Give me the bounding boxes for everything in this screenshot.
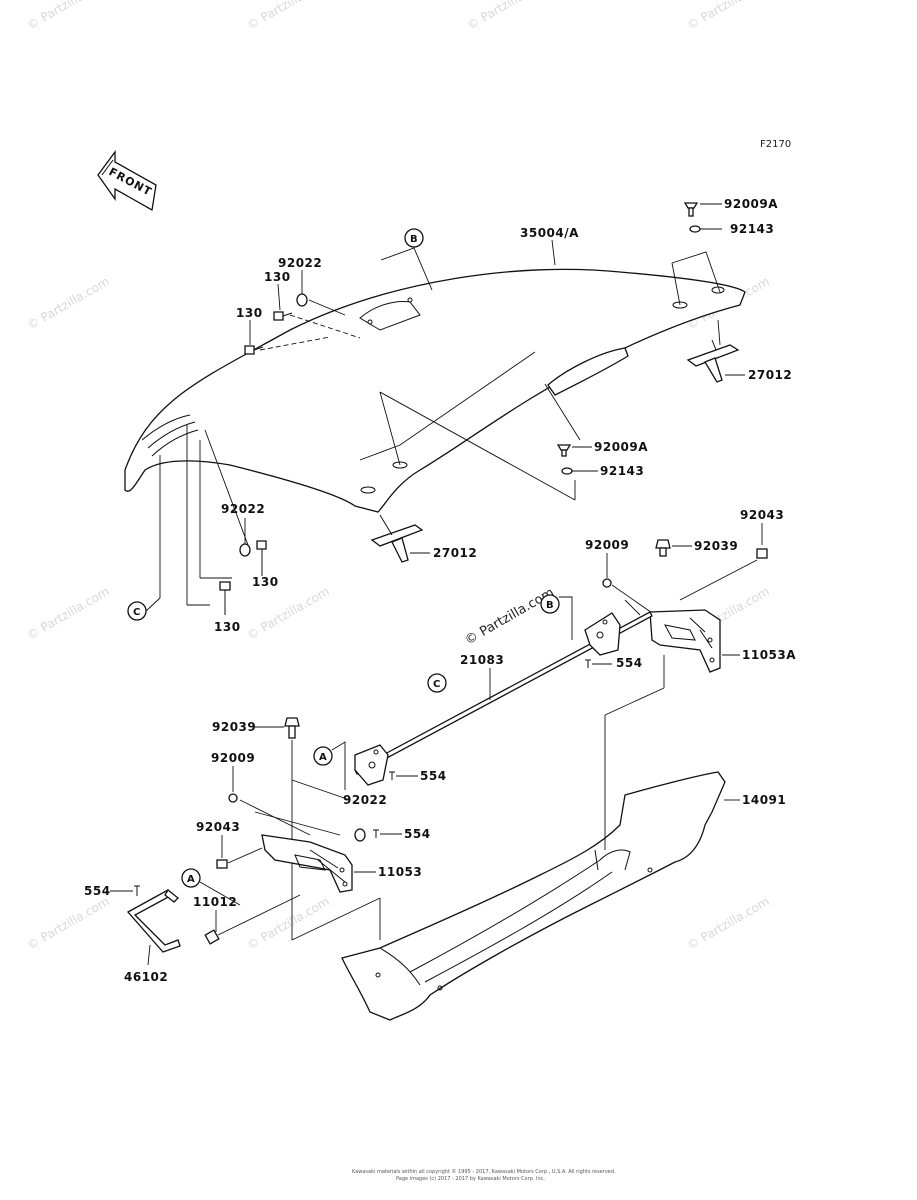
part-label-46102: 46102 xyxy=(124,970,168,984)
watermark: © Partzilla.com xyxy=(25,274,112,332)
washer-92022 xyxy=(354,828,366,842)
watermark-center: © Partzilla.com xyxy=(463,585,557,648)
part-label-27012: 27012 xyxy=(748,368,792,382)
watermark: © Partzilla.com xyxy=(245,894,332,952)
cover-35004a xyxy=(124,268,746,513)
front-arrow-icon: FRONT xyxy=(97,150,157,212)
ref-letter-c: C xyxy=(433,679,440,690)
part-label-27012: 27012 xyxy=(433,546,477,560)
part-label-92039: 92039 xyxy=(694,539,738,553)
pin-554 xyxy=(389,771,395,780)
part-label-554: 554 xyxy=(616,656,643,670)
nut-92143-top xyxy=(689,225,701,233)
watermark: © Partzilla.com xyxy=(245,0,332,33)
part-label-92009a: 92009A xyxy=(594,440,648,454)
bracket-11053 xyxy=(261,834,353,893)
ref-circle-a xyxy=(181,868,201,888)
bracket-11053a xyxy=(649,609,721,673)
copyright-footer-2: Page images (c) 2017 - 2017 by Kawasaki … xyxy=(396,1176,545,1182)
part-label-92009a: 92009A xyxy=(724,197,778,211)
figure-code: F2170 xyxy=(760,139,791,150)
watermark: © Partzilla.com xyxy=(245,584,332,642)
part-label-130: 130 xyxy=(264,270,291,284)
part-label-130: 130 xyxy=(252,575,279,589)
part-label-14091: 14091 xyxy=(742,793,786,807)
watermark: © Partzilla.com xyxy=(25,0,112,33)
watermark: © Partzilla.com xyxy=(25,584,112,642)
watermark: © Partzilla.com xyxy=(685,894,772,952)
screw-92009-left xyxy=(228,793,238,803)
part-label-92043: 92043 xyxy=(740,508,784,522)
part-label-554: 554 xyxy=(404,827,431,841)
rivet-92039-left xyxy=(284,717,300,739)
bolt-92043-right xyxy=(756,548,768,559)
part-label-92022: 92022 xyxy=(278,256,322,270)
washer-92022 xyxy=(296,293,308,307)
rod-21083 xyxy=(354,611,653,786)
ref-circle-c xyxy=(427,673,447,693)
watermark: © Partzilla.com xyxy=(465,0,552,33)
screw-92009a-mid xyxy=(556,444,572,457)
part-label-92039: 92039 xyxy=(212,720,256,734)
ref-letter-b: B xyxy=(410,234,418,245)
ref-letter-a: A xyxy=(319,752,327,763)
bolt-130 xyxy=(273,311,293,321)
bolt-92043-left xyxy=(216,859,228,869)
part-label-92022: 92022 xyxy=(221,502,265,516)
nut-92143-mid xyxy=(561,467,573,475)
bolt-130 xyxy=(219,581,231,615)
part-label-130: 130 xyxy=(214,620,241,634)
bolt-130 xyxy=(244,345,264,355)
ref-letter-b: B xyxy=(546,600,554,611)
pin-554 xyxy=(134,885,140,896)
part-label-92143: 92143 xyxy=(730,222,774,236)
cover-14091 xyxy=(341,771,726,1021)
pin-554 xyxy=(585,659,591,668)
screw-92009-right xyxy=(602,578,612,588)
part-label-11053: 11053 xyxy=(378,865,422,879)
bracket-27012-mid xyxy=(370,514,424,563)
rivet-92039-right xyxy=(655,539,671,557)
watermark: © Partzilla.com xyxy=(685,0,772,33)
copyright-footer: Kawasaki materials within all copyright … xyxy=(352,1168,616,1175)
ref-letter-c: C xyxy=(133,607,140,618)
part-label-554: 554 xyxy=(420,769,447,783)
part-label-92043: 92043 xyxy=(196,820,240,834)
ref-circle-b xyxy=(540,594,560,614)
part-label-11012: 11012 xyxy=(193,895,237,909)
part-label-92009: 92009 xyxy=(211,751,255,765)
pin-554 xyxy=(373,829,379,838)
ref-circle-a xyxy=(313,746,333,766)
part-label-11053a: 11053A xyxy=(742,648,796,662)
part-label-92143: 92143 xyxy=(600,464,644,478)
bracket-27012-right xyxy=(686,339,740,383)
bolt-11012 xyxy=(204,929,220,945)
screw-92009a-top xyxy=(683,202,699,217)
watermark: © Partzilla.com xyxy=(25,894,112,952)
ref-letter-a: A xyxy=(187,874,195,885)
part-label-92009: 92009 xyxy=(585,538,629,552)
handle-46102 xyxy=(126,889,181,953)
part-label-554: 554 xyxy=(84,884,111,898)
part-label-21083: 21083 xyxy=(460,653,504,667)
part-label-130: 130 xyxy=(236,306,263,320)
washer-92022 xyxy=(239,543,251,557)
part-label-92022: 92022 xyxy=(343,793,387,807)
part-label-35004a: 35004/A xyxy=(520,226,579,240)
bolt-130 xyxy=(256,540,267,576)
ref-circle-b xyxy=(404,228,424,248)
